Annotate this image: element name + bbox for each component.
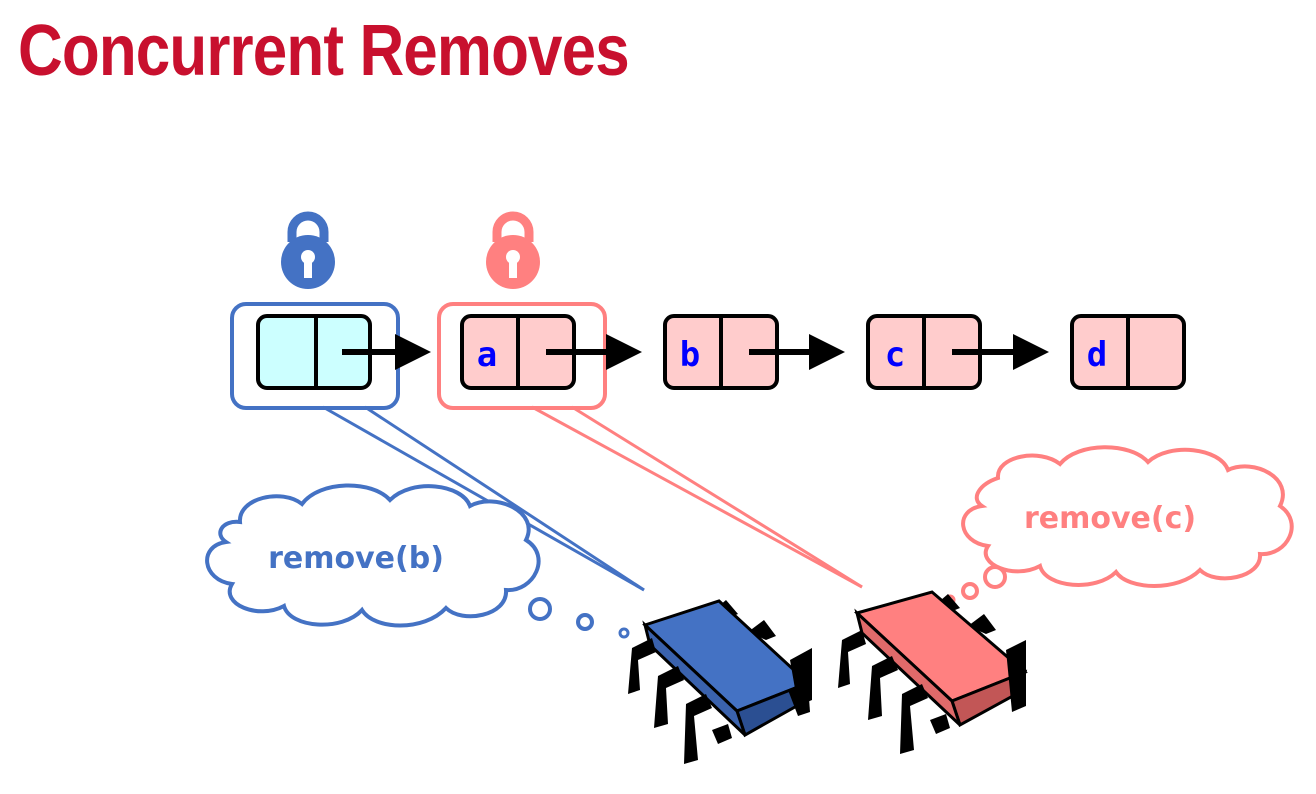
slide-title: Concurrent Removes (18, 11, 630, 91)
pink-thread-pointer (531, 405, 863, 589)
blue-thought-bubble: remove(b) (205, 483, 630, 639)
node-label: a (477, 335, 497, 375)
node-label: d (1087, 335, 1107, 375)
list-node: a (460, 314, 576, 390)
node-label: b (680, 335, 700, 375)
pink-thought-bubble: remove(c) (944, 445, 1294, 606)
processor-icon (838, 590, 1028, 754)
padlock-icon (486, 211, 540, 289)
padlock-icon (281, 211, 335, 289)
node-label: c (885, 335, 905, 375)
list-node: d (1070, 314, 1186, 390)
thought-text: remove(c) (1024, 501, 1196, 536)
pink-lock-outline (437, 302, 607, 410)
thought-text: remove(b) (268, 541, 444, 576)
blue-thread-pointer (322, 405, 645, 592)
processor-icon (628, 599, 812, 764)
list-node: c (866, 314, 982, 390)
